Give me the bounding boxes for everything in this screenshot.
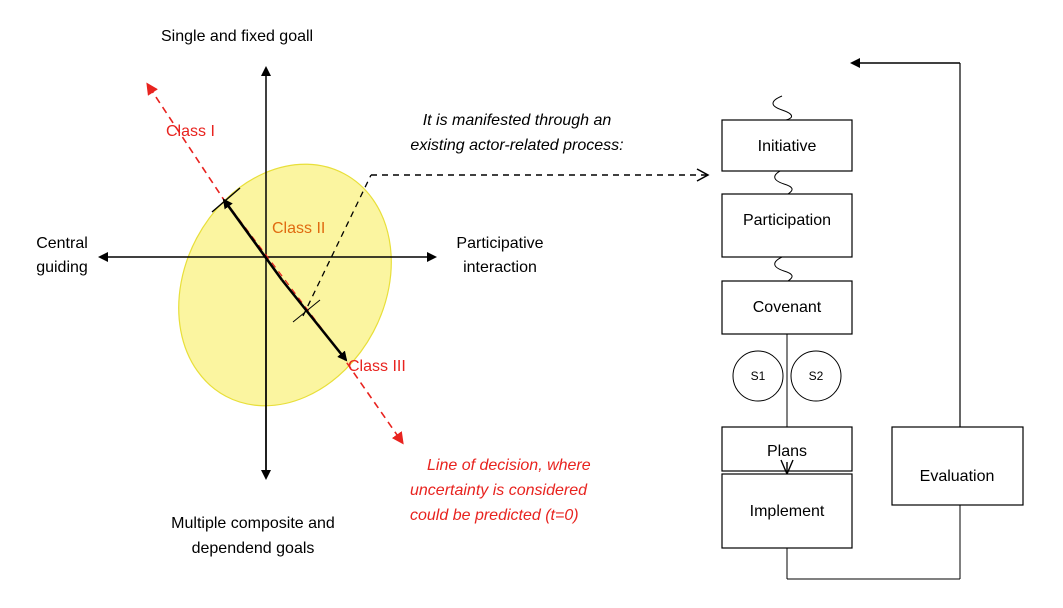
axis-bottom-label-line1: Multiple composite and	[171, 515, 335, 532]
covenant-box	[721, 280, 853, 335]
decision-segment-up	[222, 198, 284, 281]
axis-right-label-line1: Participative	[456, 235, 543, 252]
class-2-label: Class II	[272, 220, 325, 237]
class-3-label: Class III	[348, 358, 406, 375]
s1-circle	[732, 350, 784, 402]
initiative-box	[721, 119, 853, 172]
decision-line-upper	[146, 82, 227, 204]
decision-segment-down	[280, 279, 348, 362]
squiggle-initiative-participation	[774, 169, 793, 195]
process-note-line2: existing actor-related process:	[410, 137, 623, 154]
evaluation-label: Evaluation	[920, 468, 995, 485]
evaluation-box	[891, 426, 1024, 506]
axis-bottom-label-line2: dependend goals	[192, 540, 315, 557]
s2-circle	[790, 350, 842, 402]
participation-label: Participation	[743, 212, 831, 229]
squiggle-participation-covenant	[774, 256, 793, 282]
axis-left-label-line1: Central	[36, 235, 88, 252]
participation-box	[721, 193, 853, 258]
initiative-label: Initiative	[758, 138, 817, 155]
decision-line-lower	[339, 352, 404, 445]
process-note-line1: It is manifested through an	[423, 112, 612, 129]
decision-note-line1: Line of decision, where	[427, 457, 591, 474]
axis-top-label: Single and fixed goall	[161, 28, 313, 45]
squiggle-top	[772, 95, 792, 121]
decision-tick-middle	[292, 299, 321, 323]
s2-label: S2	[809, 369, 824, 383]
s1-label: S1	[751, 369, 766, 383]
implement-label: Implement	[750, 503, 825, 520]
process-link-diagonal	[302, 174, 372, 317]
decision-note-line2: uncertainty is considered	[410, 482, 588, 499]
axis-right-label-line2: interaction	[463, 259, 537, 276]
class-1-label: Class I	[166, 123, 215, 140]
plans-label: Plans	[767, 443, 807, 460]
covenant-label: Covenant	[753, 299, 822, 316]
axis-left-label-line2: guiding	[36, 259, 88, 276]
decision-tick-upper	[211, 187, 241, 213]
decision-note-line3: could be predicted (t=0)	[410, 507, 579, 524]
implement-box	[721, 473, 853, 549]
